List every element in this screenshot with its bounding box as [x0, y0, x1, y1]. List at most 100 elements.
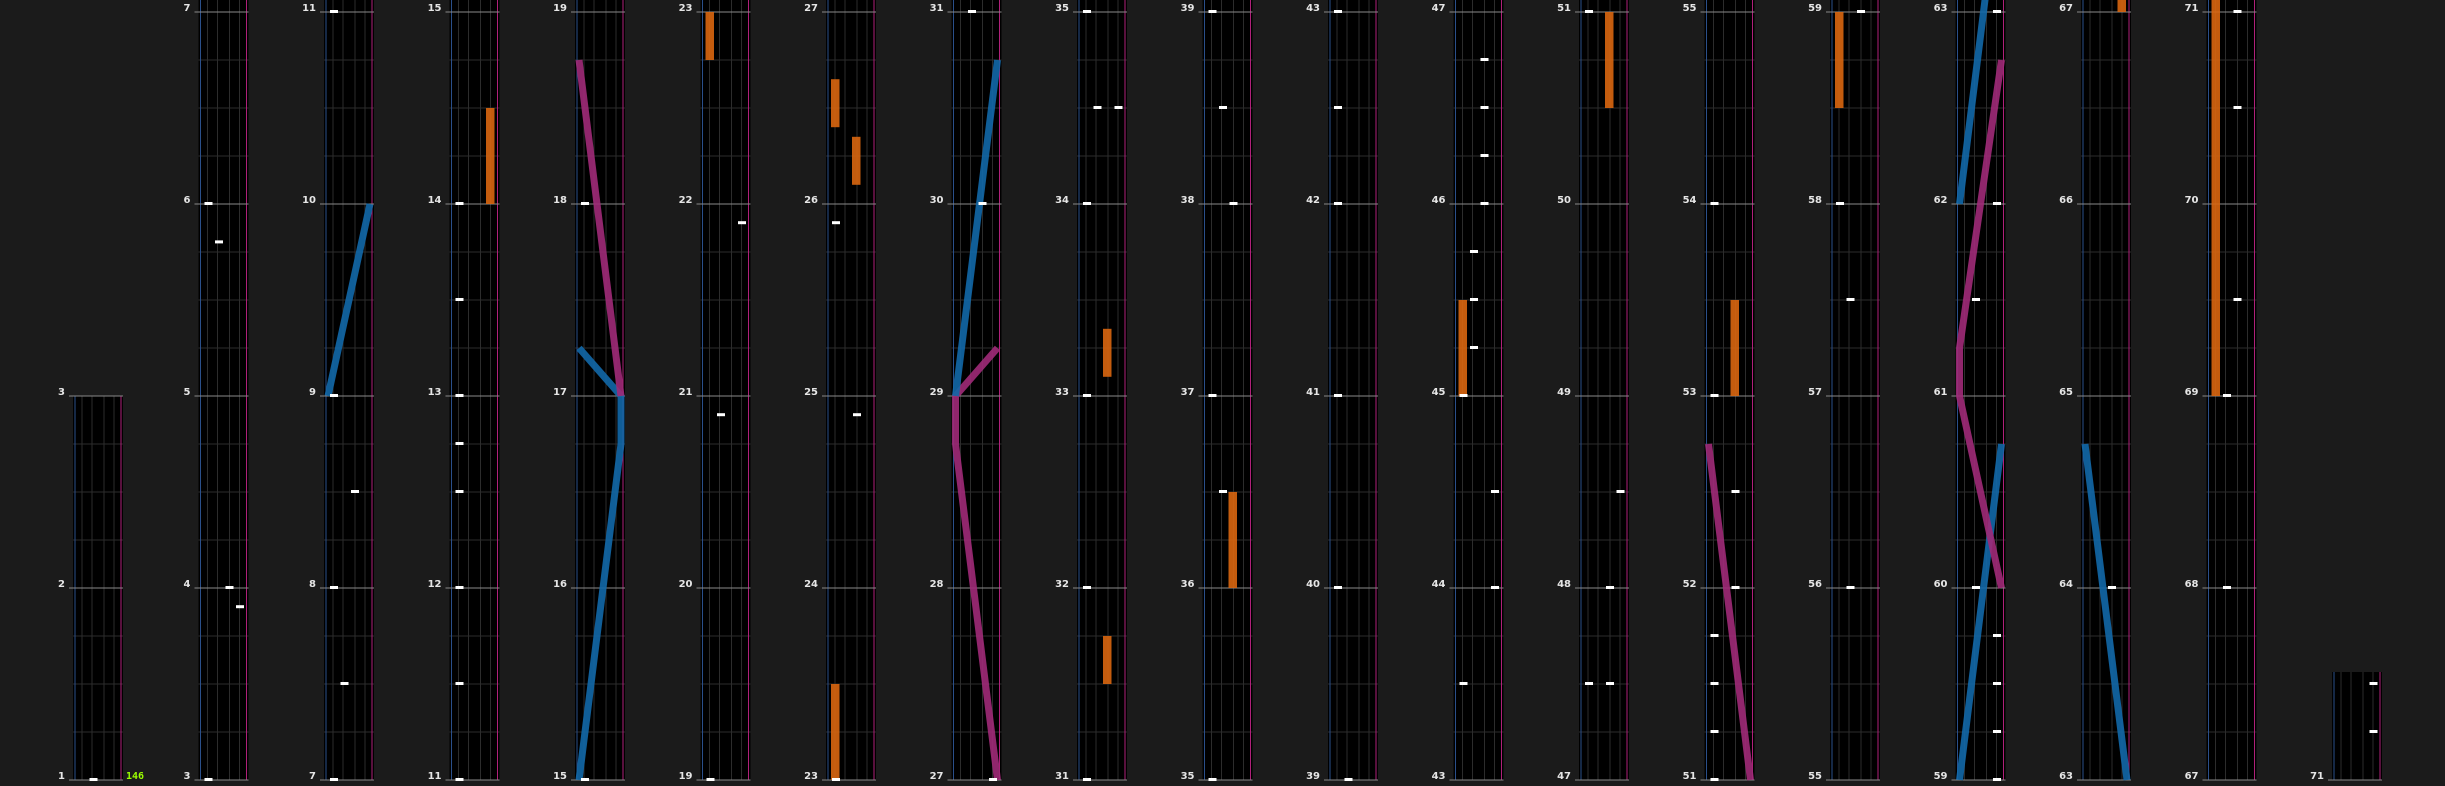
measure-number: 26 [804, 195, 818, 206]
measure-number: 43 [1432, 771, 1446, 782]
chip-note [1972, 298, 1980, 301]
chip-note [581, 778, 589, 781]
chip-note [1480, 202, 1489, 205]
measure-number: 54 [1683, 195, 1697, 206]
measure-number: 41 [1306, 387, 1320, 398]
long-note [1730, 300, 1739, 396]
measure-number: 40 [1306, 579, 1320, 590]
chip-note [1334, 202, 1342, 205]
measure-number: 3 [58, 387, 65, 398]
measure-number: 43 [1306, 3, 1320, 14]
measure-number: 58 [1808, 195, 1822, 206]
chip-note [1606, 586, 1614, 589]
measure-number: 34 [1055, 195, 1069, 206]
measure-number: 44 [1432, 579, 1446, 590]
measure-number: 27 [930, 771, 944, 782]
measure-number: 35 [1055, 3, 1069, 14]
measure-number: 62 [1934, 195, 1948, 206]
measure-number: 67 [2059, 3, 2073, 14]
measure-number: 20 [679, 579, 693, 590]
long-note [2211, 12, 2220, 204]
chip-note [2223, 394, 2231, 397]
chip-note [225, 586, 234, 589]
chip-note [2108, 586, 2116, 589]
measure-number: 64 [2059, 579, 2073, 590]
measure-number: 50 [1557, 195, 1571, 206]
measure-number: 6 [184, 195, 191, 206]
chip-note [2233, 298, 2242, 301]
chip-note [1229, 202, 1238, 205]
measure-number: 63 [1934, 3, 1948, 14]
chip-note [1470, 250, 1478, 253]
chip-note [1585, 10, 1593, 13]
chip-note [717, 413, 725, 417]
measure-number: 3 [184, 771, 191, 782]
measure-number: 23 [804, 771, 818, 782]
measure-number: 19 [553, 3, 567, 14]
measure-number: 60 [1934, 579, 1948, 590]
chip-note [1585, 682, 1593, 685]
measure-number: 39 [1181, 3, 1195, 14]
measure-number: 2 [58, 579, 65, 590]
measure-number: 69 [2185, 387, 2199, 398]
chip-note [1334, 586, 1342, 589]
chip-note [330, 10, 338, 13]
measure-number: 36 [1181, 579, 1195, 590]
measure-number: 4 [184, 579, 191, 590]
chip-note [1710, 202, 1719, 205]
chip-note [1114, 106, 1123, 109]
chip-note [455, 682, 464, 685]
measure-number: 68 [2185, 579, 2199, 590]
chip-note [1731, 586, 1740, 589]
pink-laser [952, 345, 1001, 781]
pink-laser [575, 59, 625, 397]
measure-number: 71 [2310, 771, 2324, 782]
measure-number: 10 [302, 195, 316, 206]
long-note [486, 108, 495, 204]
long-note [1103, 328, 1112, 377]
measure-number: 66 [2059, 195, 2073, 206]
column-background [2332, 672, 2382, 780]
column-background [700, 0, 751, 780]
measure-number: 13 [428, 387, 442, 398]
chip-note [1219, 106, 1227, 109]
measure-number: 65 [2059, 387, 2073, 398]
chip-note [330, 394, 338, 397]
chip-note [1480, 106, 1489, 109]
chip-note [1972, 586, 1980, 589]
chip-note [2369, 682, 2378, 685]
chip-note [1836, 202, 1844, 205]
chip-note [978, 202, 987, 205]
chip-note [1491, 586, 1499, 589]
column-background [826, 0, 876, 780]
measure-number: 47 [1557, 771, 1571, 782]
chip-note [1710, 394, 1719, 397]
chip-note [1846, 298, 1855, 301]
blue-laser [575, 345, 625, 781]
column-background [198, 0, 249, 780]
measure-number: 15 [428, 3, 442, 14]
chip-note [340, 682, 349, 685]
measure-number: 59 [1808, 3, 1822, 14]
chip-note [1710, 634, 1719, 637]
chip-note [1083, 778, 1091, 781]
measure-number: 5 [184, 387, 191, 398]
measure-number: 71 [2185, 3, 2199, 14]
chip-note [581, 202, 589, 205]
column-background [1579, 0, 1629, 780]
chip-note [330, 778, 338, 781]
measure-number: 30 [930, 195, 944, 206]
chip-note [1993, 10, 2001, 13]
chip-note [1344, 778, 1353, 781]
pink-laser [1705, 443, 1754, 781]
chip-note [1334, 10, 1342, 13]
chip-note [1334, 106, 1342, 109]
